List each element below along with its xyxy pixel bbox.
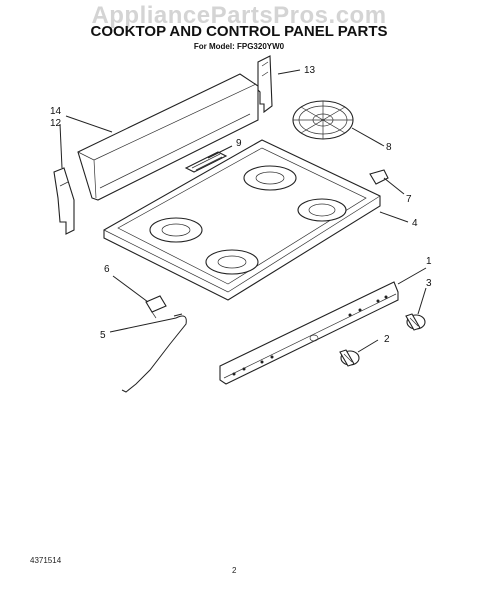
part-3-knob	[405, 313, 426, 331]
part-8-grate	[292, 100, 354, 140]
part-14-backguard	[77, 73, 259, 201]
callout-3: 3	[426, 278, 432, 289]
part-1-control-panel	[219, 281, 399, 385]
part-13-bracket	[257, 55, 273, 114]
burner-left-rear	[149, 217, 203, 243]
burner-right-rear	[243, 165, 297, 191]
watermark: AppliancePartsPros.com	[91, 2, 387, 29]
burner-right-front	[297, 198, 347, 222]
callout-13: 13	[304, 65, 316, 76]
callout-8: 8	[386, 142, 392, 153]
callout-1: 1	[426, 256, 432, 267]
callout-4: 4	[412, 218, 418, 229]
part-12-bracket	[53, 167, 75, 235]
burner-left-front	[205, 249, 259, 275]
part-2-knob	[339, 349, 360, 367]
callout-7: 7	[406, 194, 412, 205]
part-6-clip	[145, 295, 167, 319]
callout-5: 5	[100, 330, 106, 341]
callout-6: 6	[104, 264, 110, 275]
page-number: 2	[232, 566, 237, 575]
diagram-title: COOKTOP AND CONTROL PANEL PARTS	[90, 23, 388, 40]
callout-12: 12	[50, 118, 62, 129]
part-9-vent	[184, 151, 228, 173]
document-number: 4371514	[30, 556, 62, 565]
callout-9: 9	[236, 138, 242, 149]
leader-lines	[59, 69, 427, 353]
part-4-cooktop	[103, 139, 381, 301]
model-subtitle: For Model: FPG320YW0	[193, 42, 285, 51]
callout-2: 2	[384, 334, 390, 345]
callout-14: 14	[50, 106, 62, 117]
part-5-rod	[121, 313, 187, 393]
part-7-clip	[369, 169, 389, 185]
